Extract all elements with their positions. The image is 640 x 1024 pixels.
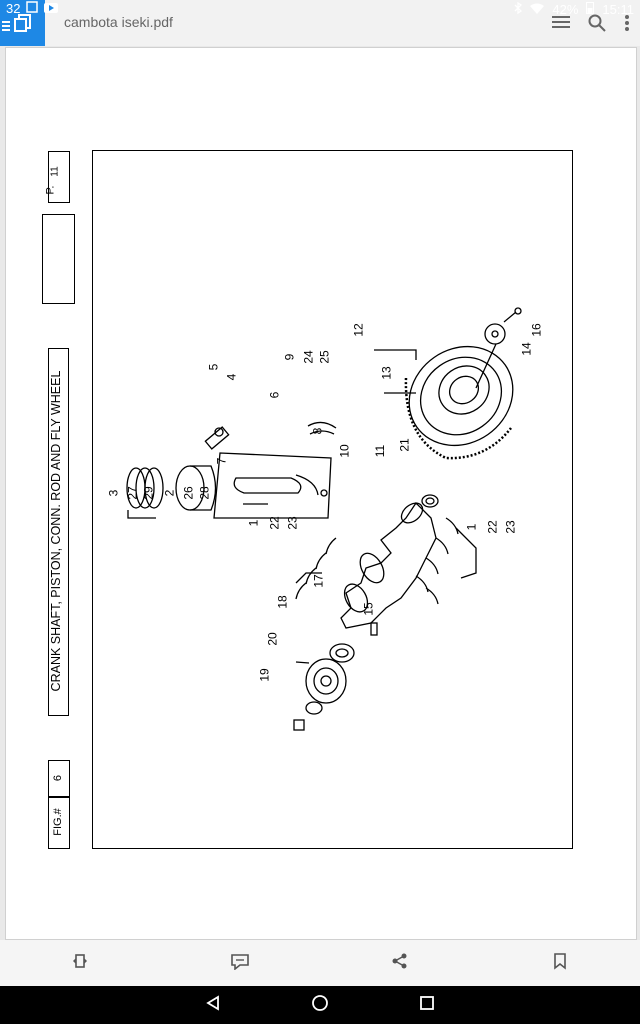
clock: 15:11 <box>602 1 634 17</box>
conn-rod-group <box>213 452 332 519</box>
callout-23-right: 23 <box>503 520 518 534</box>
callout-22-left: 22 <box>267 516 282 530</box>
callout-4: 4 <box>224 373 239 381</box>
callout-25: 25 <box>317 350 332 364</box>
callout-15: 15 <box>361 602 376 616</box>
callout-5: 5 <box>206 363 221 371</box>
callout-6: 6 <box>267 391 282 399</box>
callout-7: 7 <box>214 457 229 465</box>
callout-23-left: 23 <box>285 516 300 530</box>
callout-9: 9 <box>282 353 297 361</box>
outline-icon[interactable] <box>552 14 570 37</box>
empty-box <box>42 214 75 304</box>
flywheel-plate <box>484 323 506 345</box>
copy-icon[interactable] <box>14 14 32 37</box>
callout-20: 20 <box>265 632 280 646</box>
share-icon <box>391 952 409 975</box>
battery-icon <box>586 1 595 17</box>
more-icon[interactable] <box>624 14 630 37</box>
system-nav-bar <box>0 986 640 1024</box>
callout-10: 10 <box>337 444 352 458</box>
page-number-box <box>48 151 70 203</box>
crank-pulley <box>305 658 347 704</box>
menu-icon[interactable] <box>2 18 10 36</box>
app-notification-icon <box>26 1 39 16</box>
battery-percent: 42% <box>552 1 579 17</box>
callout-16: 16 <box>529 323 544 337</box>
drawing-frame <box>92 150 573 849</box>
callout-22-right: 22 <box>485 520 500 534</box>
callout-27: 27 <box>125 486 140 500</box>
share-button[interactable] <box>380 943 420 983</box>
callout-28: 28 <box>197 486 212 500</box>
figure-number-box <box>48 760 70 849</box>
crank-gear <box>329 643 355 663</box>
callout-3: 3 <box>106 489 121 497</box>
document-title: cambota iseki.pdf <box>64 14 173 30</box>
search-icon[interactable] <box>588 14 606 37</box>
callout-11: 11 <box>373 444 388 458</box>
bluetooth-icon <box>514 1 523 17</box>
comment-button[interactable] <box>220 943 260 983</box>
callout-17: 17 <box>311 574 326 588</box>
callout-1-right: 1 <box>464 523 479 531</box>
comment-icon <box>230 952 250 975</box>
figure-number-divider <box>48 796 69 798</box>
callout-14: 14 <box>519 342 534 356</box>
flywheel <box>408 345 514 447</box>
callout-26: 26 <box>181 486 196 500</box>
status-bar: 32 42% 15:11 <box>0 0 640 18</box>
rotate-button[interactable] <box>60 943 100 983</box>
back-icon[interactable] <box>205 994 221 1016</box>
crankshaft <box>340 501 437 629</box>
exploded-parts-diagram <box>126 307 522 731</box>
notification-count: 32 <box>6 1 21 16</box>
callout-24: 24 <box>301 350 316 364</box>
youtube-icon <box>44 1 59 16</box>
callout-18: 18 <box>275 595 290 609</box>
rotate-icon <box>71 952 89 975</box>
home-icon[interactable] <box>311 994 329 1017</box>
callout-2: 2 <box>162 489 177 497</box>
caption-box <box>48 348 69 716</box>
bottom-toolbar <box>0 940 640 986</box>
callout-21: 21 <box>397 438 412 452</box>
callout-8: 8 <box>310 427 325 435</box>
bookmark-icon <box>553 952 567 975</box>
wifi-icon <box>530 2 545 17</box>
recents-icon[interactable] <box>419 995 435 1016</box>
callout-12: 12 <box>351 323 366 337</box>
callout-13: 13 <box>379 366 394 380</box>
callout-29: 29 <box>141 486 156 500</box>
callout-19: 19 <box>257 668 272 682</box>
bookmark-button[interactable] <box>540 943 580 983</box>
pdf-page[interactable]: P. 11 CRANK SHAFT, PISTON, CONN. ROD AND… <box>5 47 637 940</box>
callout-1-left: 1 <box>246 519 261 527</box>
